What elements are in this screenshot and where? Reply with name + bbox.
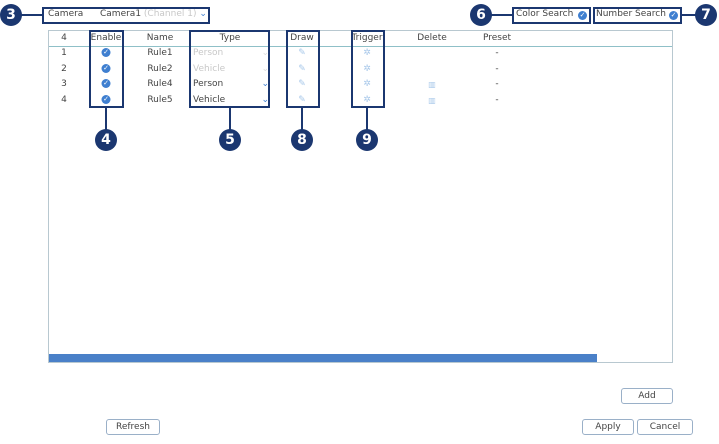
camera-label: Camera bbox=[48, 9, 84, 19]
camera-select[interactable]: Camera1 (Channel 1) ⌄ bbox=[100, 9, 207, 19]
check-icon: ✓ bbox=[101, 94, 111, 104]
callout-box-color-search bbox=[512, 7, 591, 24]
type-select[interactable]: Person ⌄ bbox=[193, 77, 269, 92]
preset-value: - bbox=[495, 48, 499, 58]
table-header: 4 Enable Name Type Draw Trigger Delete P… bbox=[49, 31, 672, 47]
horizontal-scrollbar[interactable] bbox=[49, 354, 672, 362]
callout-box-number-search bbox=[593, 7, 682, 24]
pencil-icon[interactable]: ✎ bbox=[298, 94, 306, 105]
callout-box-enable bbox=[89, 30, 124, 108]
row-number: 3 bbox=[61, 79, 67, 89]
callout-line bbox=[301, 108, 303, 130]
enable-checkbox[interactable]: ✓ bbox=[101, 46, 111, 61]
rule-name: Rule4 bbox=[147, 79, 173, 89]
type-select: Vehicle ⌄ bbox=[193, 62, 269, 77]
row-number: 2 bbox=[61, 63, 67, 74]
enable-checkbox[interactable]: ✓ bbox=[101, 77, 111, 92]
number-search-label: Number Search bbox=[596, 9, 666, 19]
number-search-checkbox[interactable]: ✓ bbox=[669, 11, 678, 20]
header-draw: Draw bbox=[290, 33, 314, 43]
pencil-icon[interactable]: ✎ bbox=[298, 48, 306, 58]
callout-badge-9: 9 bbox=[356, 129, 378, 151]
table-row: 4 ✓ Rule5 Vehicle ⌄ ✎ ✲ ▥ - bbox=[49, 93, 672, 108]
header-delete: Delete bbox=[417, 33, 447, 43]
callout-line bbox=[366, 108, 368, 130]
chevron-down-icon: ⌄ bbox=[199, 9, 207, 19]
row-number: 4 bbox=[61, 94, 67, 105]
check-icon: ✓ bbox=[101, 79, 111, 88]
chevron-down-icon: ⌄ bbox=[261, 63, 269, 74]
type-value: Person bbox=[193, 79, 224, 89]
header-name: Name bbox=[146, 33, 174, 43]
callout-badge-3: 3 bbox=[0, 4, 22, 26]
gear-icon[interactable]: ✲ bbox=[363, 94, 371, 105]
callout-box-camera bbox=[42, 7, 210, 24]
table-row: 3 ✓ Rule4 Person ⌄ ✎ ✲ ▥ - bbox=[49, 77, 672, 92]
callout-line bbox=[20, 14, 42, 16]
gear-icon[interactable]: ✲ bbox=[363, 79, 371, 89]
trash-icon[interactable]: ▥ bbox=[428, 80, 436, 89]
header-enable: Enable bbox=[90, 33, 122, 43]
type-select[interactable]: Vehicle ⌄ bbox=[193, 93, 269, 108]
rule-name: Rule5 bbox=[147, 94, 173, 105]
callout-badge-7: 7 bbox=[695, 4, 717, 26]
enable-checkbox[interactable]: ✓ bbox=[101, 62, 111, 77]
chevron-down-icon: ⌄ bbox=[261, 79, 269, 89]
rule-name: Rule1 bbox=[147, 48, 173, 58]
add-button[interactable]: Add bbox=[621, 388, 673, 404]
gear-icon[interactable]: ✲ bbox=[363, 48, 371, 58]
cancel-button[interactable]: Cancel bbox=[637, 419, 693, 435]
type-value: Person bbox=[193, 48, 224, 58]
chevron-down-icon: ⌄ bbox=[261, 48, 269, 58]
header-preset: Preset bbox=[482, 33, 512, 43]
table-row: 2 ✓ Rule2 Vehicle ⌄ ✎ ✲ - bbox=[49, 62, 672, 77]
callout-box-draw bbox=[286, 30, 320, 108]
channel-label: (Channel 1) bbox=[143, 9, 197, 19]
rule-name: Rule2 bbox=[147, 63, 173, 74]
callout-box-trigger bbox=[351, 30, 385, 108]
check-icon: ✓ bbox=[101, 48, 111, 57]
callout-line bbox=[490, 14, 512, 16]
pencil-icon[interactable]: ✎ bbox=[298, 63, 306, 74]
camera-value: Camera1 bbox=[100, 9, 142, 19]
trash-icon[interactable]: ▥ bbox=[428, 95, 436, 105]
row-number: 1 bbox=[61, 48, 67, 58]
callout-line bbox=[105, 108, 107, 130]
gear-icon[interactable]: ✲ bbox=[363, 63, 371, 74]
preset-value: - bbox=[495, 94, 499, 105]
callout-line bbox=[682, 14, 696, 16]
type-select: Person ⌄ bbox=[193, 46, 269, 61]
callout-line bbox=[229, 108, 231, 130]
callout-badge-6: 6 bbox=[470, 4, 492, 26]
table-row: 1 ✓ Rule1 Person ⌄ ✎ ✲ - bbox=[49, 46, 672, 61]
check-icon: ✓ bbox=[101, 63, 111, 73]
pencil-icon[interactable]: ✎ bbox=[298, 79, 306, 89]
enable-checkbox[interactable]: ✓ bbox=[101, 93, 111, 108]
header-trigger: Trigger bbox=[351, 33, 383, 43]
type-value: Vehicle bbox=[193, 63, 226, 74]
callout-box-type bbox=[189, 30, 270, 108]
refresh-button[interactable]: Refresh bbox=[106, 419, 160, 435]
preset-value: - bbox=[495, 63, 499, 74]
callout-badge-5: 5 bbox=[219, 129, 241, 151]
color-search-label: Color Search bbox=[516, 9, 574, 19]
preset-value: - bbox=[495, 79, 499, 89]
header-count: 4 bbox=[61, 33, 67, 43]
callout-badge-4: 4 bbox=[95, 129, 117, 151]
color-search-checkbox[interactable]: ✓ bbox=[578, 11, 587, 20]
apply-button[interactable]: Apply bbox=[582, 419, 634, 435]
chevron-down-icon: ⌄ bbox=[261, 94, 269, 105]
scrollbar-thumb[interactable] bbox=[49, 354, 598, 362]
callout-badge-8: 8 bbox=[291, 129, 313, 151]
rules-table: 4 Enable Name Type Draw Trigger Delete P… bbox=[48, 30, 673, 363]
header-type: Type bbox=[219, 33, 241, 43]
type-value: Vehicle bbox=[193, 94, 226, 105]
